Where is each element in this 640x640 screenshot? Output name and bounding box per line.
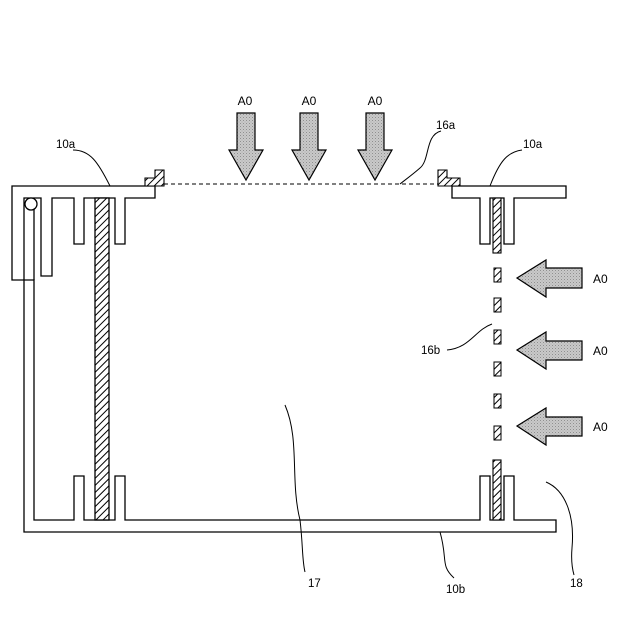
- label-opening: 18: [570, 578, 583, 590]
- label-top-arrow-2: A0: [302, 94, 317, 108]
- label-right-arrow-1: A0: [593, 272, 608, 286]
- label-base: 10b: [446, 584, 465, 596]
- label-filter-top: 16a: [436, 120, 456, 132]
- label-chamber: 17: [308, 578, 321, 590]
- label-top-arrow-1: A0: [238, 94, 253, 108]
- label-top-arrow-3: A0: [368, 94, 383, 108]
- label-frame-left: 10a: [56, 139, 76, 151]
- label-right-arrow-3: A0: [593, 420, 608, 434]
- right-hatched-bar-bottom: [493, 460, 501, 520]
- filter-16b-segment: [494, 330, 501, 344]
- filter-16b-segment: [494, 298, 501, 312]
- right-hatched-bar-top: [493, 198, 501, 253]
- label-filter-side: 16b: [421, 345, 440, 357]
- label-right-arrow-2: A0: [593, 344, 608, 358]
- filter-16b-segment: [494, 426, 501, 440]
- filter-16b-segment: [494, 268, 501, 282]
- filter-16b-segment: [494, 362, 501, 376]
- left-hatched-bar: [95, 198, 109, 520]
- left-roller: [25, 198, 37, 210]
- filter-16b-segment: [494, 394, 501, 408]
- label-frame-right: 10a: [523, 139, 543, 151]
